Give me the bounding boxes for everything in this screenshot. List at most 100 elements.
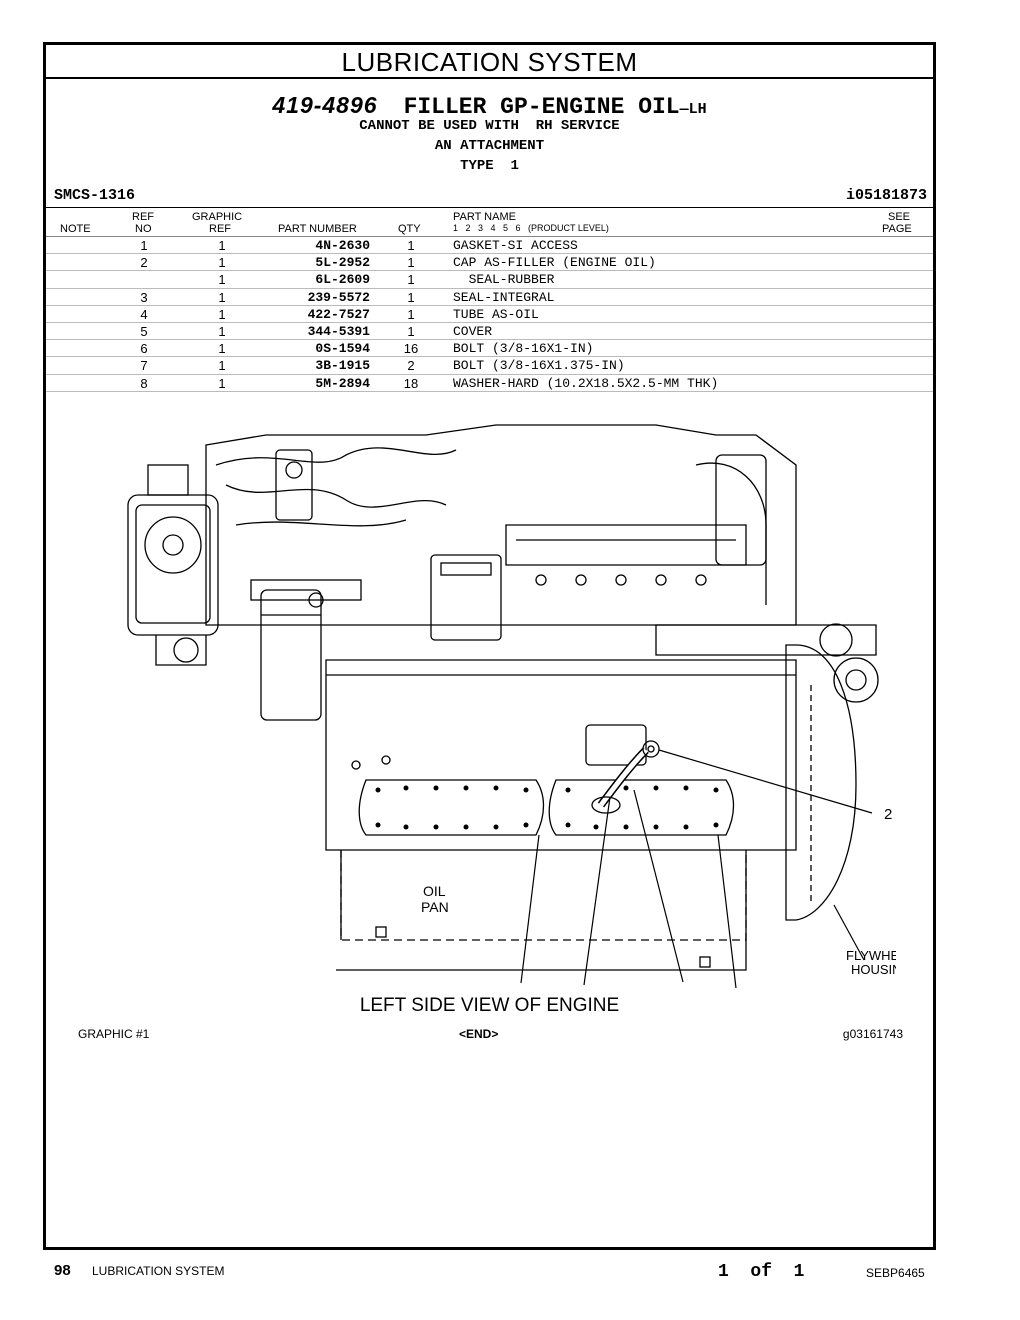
part-name: BOLT (3/8-16X1-IN) (453, 341, 594, 357)
graphic-ref: 1 (218, 272, 226, 288)
col-see-page: SEE (888, 211, 911, 223)
graphic-ref: 1 (218, 323, 226, 339)
table-header-rule (46, 236, 933, 237)
quantity: 2 (407, 358, 415, 374)
usage-note: CANNOT BE USED WITH RH SERVICE (359, 118, 620, 134)
page-frame: LUBRICATION SYSTEM 419-4896 FILLER GP-ENG… (43, 42, 936, 1250)
quantity: 16 (403, 341, 419, 357)
product-level-scale: 1 2 3 4 5 6 (PRODUCT LEVEL) (453, 223, 609, 233)
view-title: LEFT SIDE VIEW OF ENGINE (359, 995, 620, 1016)
col-graphic-ref: GRAPHIC (192, 211, 243, 223)
table-row: 3 1 239-5572 1 SEAL-INTEGRAL (46, 289, 933, 306)
part-number: 5L-2952 (315, 255, 370, 271)
part-name: SEAL-RUBBER (453, 272, 555, 288)
part-name: WASHER-HARD (10.2X18.5X2.5-MM THK) (453, 375, 719, 391)
table-row: 4 1 422-7527 1 TUBE AS-OIL (46, 306, 933, 323)
oil-filter (250, 579, 362, 721)
quantity: 1 (407, 306, 415, 322)
part-number: 3B-1915 (315, 358, 370, 374)
part-number: 344-5391 (307, 323, 370, 339)
ref-no: 1 (140, 238, 148, 253)
part-name: TUBE AS-OIL (453, 306, 539, 322)
graphic-ref: 1 (218, 306, 226, 322)
col-part-number: PART NUMBER (278, 223, 357, 235)
ref-no: 6 (140, 341, 148, 357)
side-designation: —LH (679, 101, 707, 118)
table-row: 5 1 344-5391 1 COVER (46, 323, 933, 341)
col-note: NOTE (60, 223, 91, 235)
part-number: 239-5572 (307, 289, 370, 305)
part-number: 422-7527 (307, 306, 370, 322)
graphic-ref: 1 (218, 289, 226, 305)
ref-no: 7 (140, 358, 148, 374)
quantity: 1 (407, 323, 415, 339)
col-ref-no: NO (135, 223, 152, 235)
engine-block (325, 659, 797, 851)
part-name: BOLT (3/8-16X1.375-IN) (453, 358, 625, 374)
graphic-ref: 1 (218, 375, 226, 391)
col-see-page: PAGE (882, 223, 912, 235)
flywheel-housing-label: HOUSING (851, 962, 896, 977)
exhaust-pipe (655, 623, 879, 703)
front-gear-housing (127, 464, 219, 666)
quantity: 1 (407, 255, 415, 271)
part-name: SEAL-INTEGRAL (453, 289, 555, 305)
oil-pan-label: OIL (423, 883, 446, 899)
part-heading: 419-4896 FILLER GP-ENGINE OIL—LH (46, 92, 933, 120)
graphic-code: g03161743 (842, 1027, 903, 1041)
footer-section: LUBRICATION SYSTEM (92, 1264, 225, 1278)
part-name: CAP AS-FILLER (ENGINE OIL) (453, 255, 656, 271)
ref-no: 4 (140, 306, 148, 322)
leader-lines (520, 749, 873, 989)
graphic-ref: 1 (218, 238, 226, 253)
header-rule (46, 207, 933, 208)
part-name: FILLER GP-ENGINE OIL (403, 94, 680, 120)
part-number: 5M-2894 (315, 375, 370, 391)
graphic-ref: 1 (218, 358, 226, 374)
document-number: SEBP6465 (866, 1266, 925, 1280)
oil-pan-label: PAN (421, 899, 449, 915)
table-row: 7 1 3B-1915 2 BOLT (3/8-16X1.375-IN) (46, 357, 933, 375)
side-access-covers (358, 779, 735, 836)
table-row: 6 1 0S-1594 16 BOLT (3/8-16X1-IN) (46, 340, 933, 358)
part-number: 0S-1594 (315, 341, 370, 357)
quantity: 1 (407, 272, 415, 288)
engine-top (205, 424, 797, 641)
document-ident: i05181873 (845, 187, 927, 204)
page-number: 98 (54, 1262, 71, 1279)
part-number: 419-4896 (272, 92, 378, 118)
graphic-ref: 1 (218, 255, 226, 271)
part-name: COVER (453, 323, 493, 339)
oil-filler-tube (591, 740, 660, 814)
ref-no: 5 (140, 323, 148, 339)
graphic-label: GRAPHIC #1 (78, 1027, 150, 1041)
usage-note: AN ATTACHMENT (434, 138, 545, 154)
section-title: LUBRICATION SYSTEM (46, 45, 933, 79)
col-part-name: PART NAME (453, 211, 516, 223)
part-name: GASKET-SI ACCESS (453, 238, 578, 253)
end-marker: <END> (459, 1027, 499, 1041)
part-number: 6L-2609 (315, 272, 370, 288)
ref-no: 2 (140, 255, 148, 271)
table-row: 1 1 4N-2630 1 GASKET-SI ACCESS (46, 237, 933, 255)
table-row: 2 1 5L-2952 1 CAP AS-FILLER (ENGINE OIL) (46, 254, 933, 272)
ref-no: 3 (140, 289, 148, 305)
col-graphic-ref: REF (209, 223, 231, 235)
quantity: 18 (403, 375, 419, 391)
smcs-code: SMCS-1316 (54, 187, 136, 204)
part-number: 4N-2630 (315, 238, 370, 253)
oil-pan-details (336, 850, 747, 971)
page-count: 1 of 1 (718, 1262, 805, 1282)
graphic-ref: 1 (218, 341, 226, 357)
col-qty: QTY (398, 223, 421, 235)
table-row: 8 1 5M-2894 18 WASHER-HARD (10.2X18.5X2.… (46, 375, 933, 392)
type-note: TYPE 1 (460, 158, 519, 174)
oil-pan (340, 850, 747, 941)
col-ref-no: REF (132, 211, 154, 223)
table-row: 1 6L-2609 1 SEAL-RUBBER (46, 271, 933, 289)
ref-no: 8 (140, 375, 148, 391)
quantity: 1 (407, 289, 415, 305)
flywheel-housing-label: FLYWHEEL (846, 948, 896, 963)
callout-2: 2 (884, 806, 892, 823)
parts-table: 1 1 4N-2630 1 GASKET-SI ACCESS 2 1 5L-29… (46, 237, 933, 392)
